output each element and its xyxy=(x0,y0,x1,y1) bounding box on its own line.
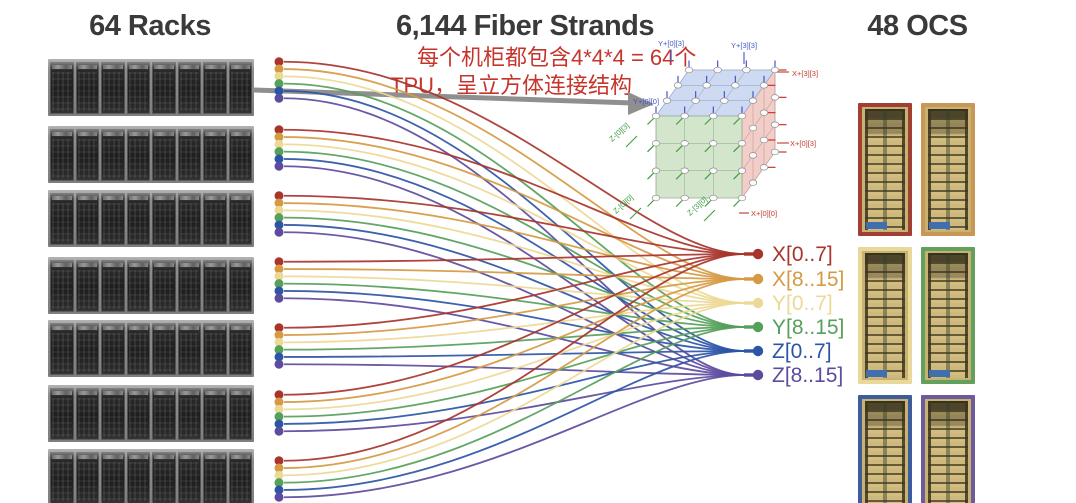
rack-unit xyxy=(75,323,99,375)
rack-unit xyxy=(101,129,125,181)
rack-unit xyxy=(203,260,227,312)
rack-unit xyxy=(50,388,74,440)
rack-unit xyxy=(50,62,74,114)
rack-unit xyxy=(75,388,99,440)
rack-unit xyxy=(50,452,74,503)
ocs-switch-photo xyxy=(858,395,912,503)
cube-axis-label: Y+[3][3] xyxy=(731,41,757,50)
rack-unit xyxy=(126,193,150,245)
ocs-switch-photo xyxy=(921,395,975,503)
rack-unit xyxy=(203,129,227,181)
rack-unit xyxy=(101,193,125,245)
fiber-group-label: Z[8..15] xyxy=(772,364,844,387)
rack-unit xyxy=(177,62,201,114)
rack-row xyxy=(48,59,254,116)
cube-axis-label: X+[0][0] xyxy=(751,209,777,218)
ocs-switch-faceplate xyxy=(928,109,968,230)
ocs-switch-photo xyxy=(921,103,975,236)
cube-axis-label: Z-[0][3] xyxy=(607,121,631,144)
rack-unit xyxy=(126,260,150,312)
rack-unit xyxy=(177,388,201,440)
ocs-switch-faceplate xyxy=(865,109,905,230)
rack-unit xyxy=(177,129,201,181)
rack-unit xyxy=(50,260,74,312)
fiber-group-label: X[8..15] xyxy=(772,268,845,291)
cube-axis-label: Z-[3][0] xyxy=(685,195,709,218)
rack-unit xyxy=(50,323,74,375)
cube-axis-label: Z-[0][0] xyxy=(611,193,635,216)
rack-row xyxy=(48,257,254,314)
rack-unit xyxy=(152,129,176,181)
rack-unit xyxy=(203,388,227,440)
fiber-group-label: X[0..7] xyxy=(772,243,833,266)
fiber-curves xyxy=(283,60,745,499)
fiber-group-label: Z[0..7] xyxy=(772,340,832,363)
rack-unit xyxy=(101,260,125,312)
rack-unit xyxy=(75,452,99,503)
rack-unit xyxy=(50,129,74,181)
ocs-switch-photo xyxy=(921,247,975,384)
rack-fiber-connectors xyxy=(274,57,284,502)
rack-row xyxy=(48,320,254,377)
rack-unit xyxy=(126,388,150,440)
ocs-switch-faceplate xyxy=(928,253,968,378)
rack-unit xyxy=(203,193,227,245)
rack-unit xyxy=(203,452,227,503)
rack-unit xyxy=(152,452,176,503)
rack-unit xyxy=(203,323,227,375)
rack-unit xyxy=(228,62,252,114)
fiber-bundle-endpoints xyxy=(744,248,764,381)
ocs-switch-faceplate xyxy=(928,401,968,503)
rack-unit xyxy=(126,129,150,181)
rack-unit xyxy=(177,260,201,312)
rack-unit xyxy=(101,323,125,375)
rack-unit xyxy=(228,452,252,503)
cube-axis-label: X+[3][3] xyxy=(792,69,818,78)
rack-unit xyxy=(101,388,125,440)
rack-unit xyxy=(101,452,125,503)
rack-unit xyxy=(75,260,99,312)
rack-unit xyxy=(228,260,252,312)
rack-unit xyxy=(177,323,201,375)
rack-unit xyxy=(228,388,252,440)
rack-row xyxy=(48,190,254,247)
racks-column-title: 64 Racks xyxy=(89,10,211,42)
rack-row xyxy=(48,449,254,503)
rack-row xyxy=(48,126,254,183)
rack-unit xyxy=(101,62,125,114)
rack-unit xyxy=(152,193,176,245)
rack-unit xyxy=(126,452,150,503)
rack-unit xyxy=(75,129,99,181)
ocs-switch-faceplate xyxy=(865,253,905,378)
rack-unit xyxy=(152,323,176,375)
rack-unit xyxy=(228,193,252,245)
fiber-group-label: Y[0..7] xyxy=(772,292,833,315)
cube-axis-label: Y+[0][0] xyxy=(633,97,659,106)
rack-row xyxy=(48,385,254,442)
rack-unit xyxy=(152,388,176,440)
rack-unit xyxy=(50,193,74,245)
ocs-column-title: 48 OCS xyxy=(867,10,968,42)
ocs-switch-photo xyxy=(858,103,912,236)
rack-unit xyxy=(126,323,150,375)
ocs-grid xyxy=(858,103,978,503)
rack-unit xyxy=(228,323,252,375)
rack-unit xyxy=(75,193,99,245)
ocs-switch-faceplate xyxy=(865,401,905,503)
rack-unit xyxy=(126,62,150,114)
annotation-line-2: TPU，呈立方体连接结构 xyxy=(390,73,633,98)
rack-unit xyxy=(228,129,252,181)
cube-axis-label: X+[0][3] xyxy=(790,139,816,148)
rack-unit xyxy=(152,260,176,312)
ocs-switch-photo xyxy=(858,247,912,384)
rack-unit xyxy=(75,62,99,114)
rack-unit xyxy=(177,452,201,503)
rack-unit xyxy=(177,193,201,245)
fiber-group-label: Y[8..15] xyxy=(772,316,845,339)
annotation-line-1: 每个机柜都包含4*4*4 = 64个 xyxy=(417,45,697,70)
rack-unit xyxy=(203,62,227,114)
rack-unit xyxy=(152,62,176,114)
fiber-column-title: 6,144 Fiber Strands xyxy=(395,10,655,42)
